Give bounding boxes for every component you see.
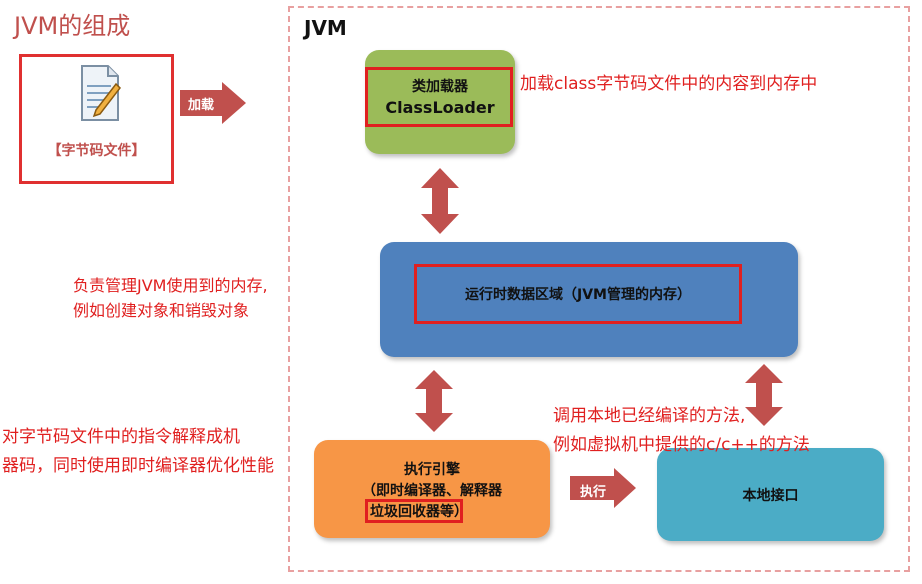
engine-note-line2: 器码，同时使用即时编译器优化性能 [2,456,274,476]
jvm-frame [288,6,910,572]
native-interface-label: 本地接口 [742,488,799,504]
load-arrow-label: 加载 [188,98,215,113]
double-arrow-classloader-runtime [421,168,459,234]
document-pencil-icon [81,65,121,121]
double-arrow-runtime-engine [415,370,453,432]
native-note: 调用本地已经编译的方法, 例如虚拟机中提供的c/c++的方法 [553,402,810,460]
classloader-label-cn: 类加载器 [412,79,468,95]
native-note-line2: 例如虚拟机中提供的c/c++的方法 [553,435,810,455]
execution-engine-line1: （即时编译器、解释器 [362,483,502,499]
engine-note: 对字节码文件中的指令解释成机 器码，同时使用即时编译器优化性能 [2,423,274,481]
exec-arrow [570,468,636,508]
runtime-note-line2: 例如创建对象和销毁对象 [73,301,250,320]
exec-arrow-label: 执行 [580,485,607,500]
runtime-data-area-box [380,242,798,357]
runtime-data-area-label: 运行时数据区域（JVM管理的内存） [465,287,691,303]
native-note-line1: 调用本地已经编译的方法, [553,406,746,426]
engine-note-line1: 对字节码文件中的指令解释成机 [2,427,240,447]
runtime-data-area-highlight [414,264,742,324]
garbage-collector-highlight [365,499,463,523]
load-arrow [180,82,246,124]
page-title: JVM的组成 [14,12,131,40]
native-interface-box [657,448,884,541]
runtime-note-line1: 负责管理JVM使用到的内存, [73,276,268,295]
double-arrow-runtime-native [745,364,783,426]
execution-engine-title: 执行引擎 [404,462,460,478]
classloader-highlight [365,67,513,127]
execution-engine-line2: 垃圾回收器等） [370,504,468,520]
classloader-label-en: ClassLoader [385,98,495,117]
classloader-note: 加载class字节码文件中的内容到内存中 [520,74,818,94]
runtime-note: 负责管理JVM使用到的内存, 例如创建对象和销毁对象 [73,273,268,323]
jvm-label: JVM [304,16,347,40]
bytecode-file-label: 【字节码文件】 [47,143,146,159]
